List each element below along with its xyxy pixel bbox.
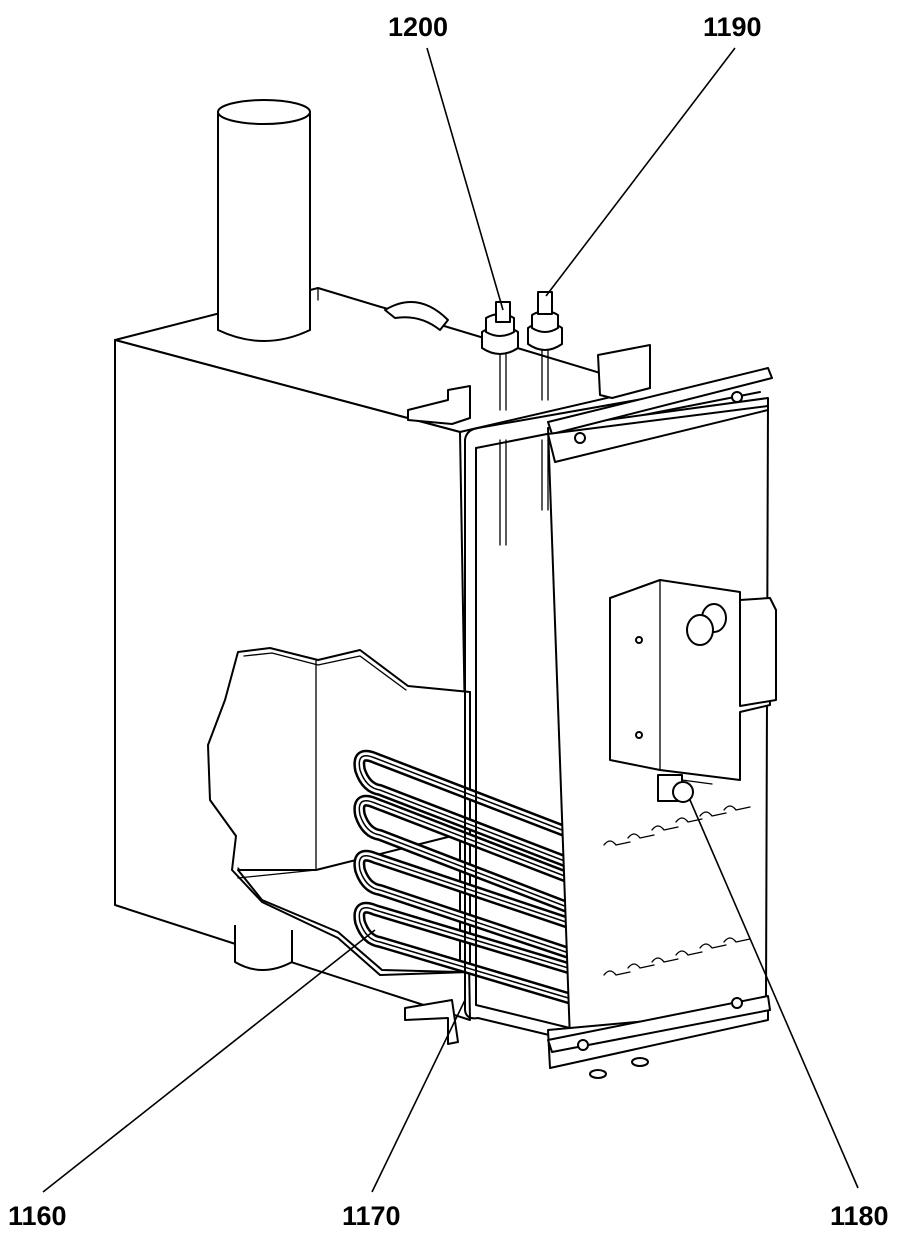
leader-1160 — [42, 929, 376, 1193]
reference-labels: 1200 1190 1160 1170 1180 — [8, 12, 889, 1231]
control-box — [609, 579, 777, 781]
heating-coil — [353, 901, 581, 1006]
probe-left — [481, 301, 519, 546]
exhaust-pipe — [217, 99, 311, 342]
leader-lines — [42, 47, 859, 1193]
leader-1190 — [545, 47, 736, 297]
label-1180: 1180 — [830, 1201, 889, 1231]
switch — [657, 774, 713, 803]
terminal-row-upper — [603, 805, 751, 846]
label-1170: 1170 — [342, 1201, 401, 1231]
leader-1200 — [426, 47, 504, 311]
rear-fitting — [384, 301, 449, 331]
heating-coils — [353, 749, 581, 1006]
label-1160: 1160 — [8, 1201, 67, 1231]
terminal-row-lower — [603, 937, 751, 976]
drain-pipe — [234, 925, 293, 971]
bottom-plate — [404, 999, 459, 1045]
probe-right — [527, 291, 563, 511]
label-1200: 1200 — [388, 12, 448, 42]
heating-coil — [353, 849, 581, 961]
heating-coil — [353, 794, 581, 916]
leader-1180 — [689, 799, 859, 1189]
label-1190: 1190 — [703, 12, 762, 42]
top-brackets — [407, 344, 651, 425]
heating-coil — [353, 749, 581, 871]
leader-1170 — [371, 999, 466, 1193]
